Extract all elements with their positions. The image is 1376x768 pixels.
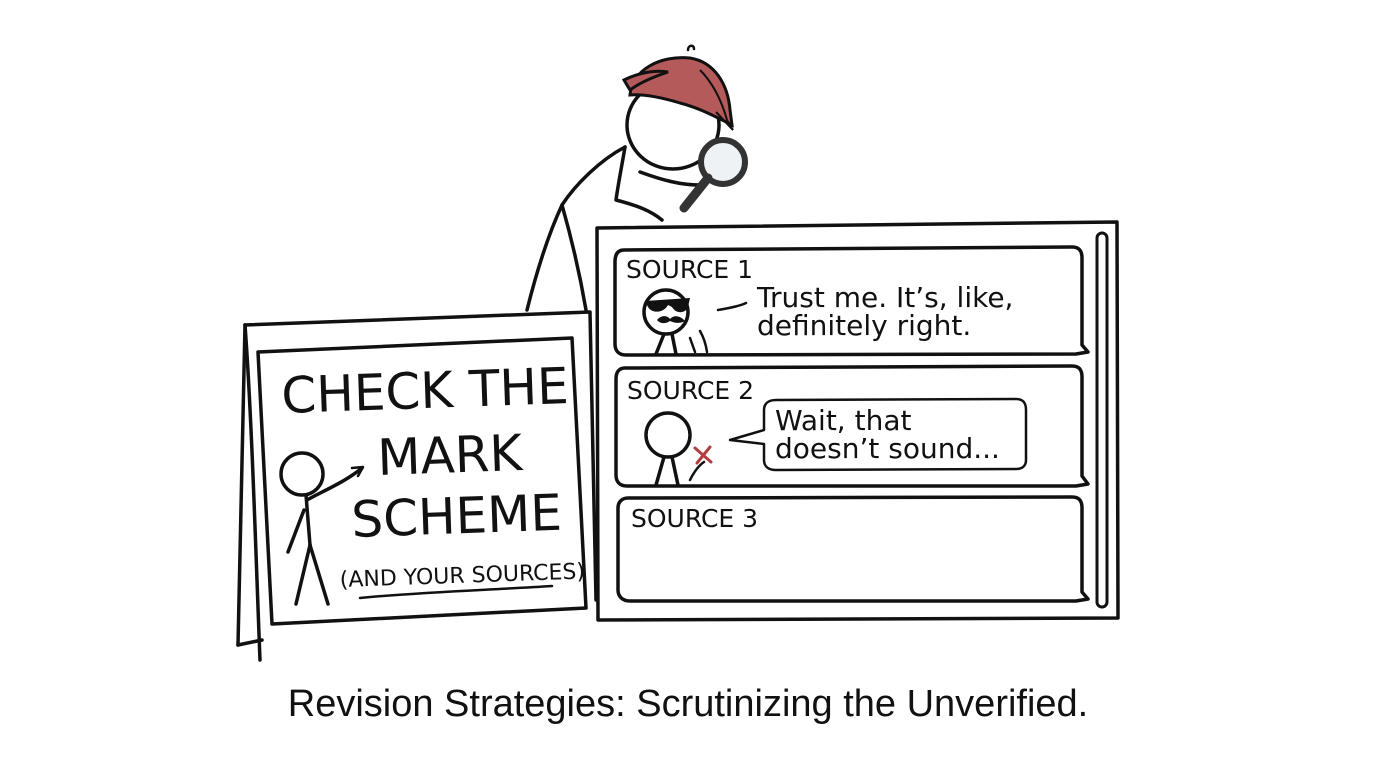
sign-line-1: CHECK THE [280,357,569,425]
sunglasses-icon [645,298,690,313]
detective-figure [525,44,748,312]
source-1-bubble-line-1: Trust me. It’s, like, [756,281,1013,314]
scrollbar[interactable] [1095,231,1109,609]
caption: Revision Strategies: Scrutinizing the Un… [287,683,1089,725]
source-label: SOURCE 1 [626,255,753,284]
source-label: SOURCE 3 [631,504,758,533]
sign-line-3: SCHEME [350,484,562,549]
source-2-bubble-line-1: Wait, that [775,404,911,437]
sign-line-2: MARK [376,424,524,487]
mustache-icon [657,316,685,324]
source-card-3[interactable]: SOURCE 3 [616,495,1090,603]
sources-panel: SOURCE 1 Trust me. It’s, like, definitel… [595,220,1120,622]
source-1-bubble-line-2: definitely right. [757,309,971,342]
source-label: SOURCE 2 [627,376,754,405]
sign-subtitle: (AND YOUR SOURCES) [339,559,585,593]
pointing-stick-figure [279,451,365,606]
magnifying-glass-icon [679,137,748,213]
deerstalker-hat-icon [621,44,734,131]
source-card-1[interactable]: SOURCE 1 Trust me. It’s, like, definitel… [613,245,1090,357]
sign-board: CHECK THE MARK SCHEME (AND YOUR SOURCES) [236,310,598,662]
cross-mark-icon [693,445,713,465]
source-2-bubble-line-2: doesn’t sound... [775,432,1000,465]
source-card-2[interactable]: SOURCE 2 Wait, that doesn’t sound... [614,364,1090,488]
